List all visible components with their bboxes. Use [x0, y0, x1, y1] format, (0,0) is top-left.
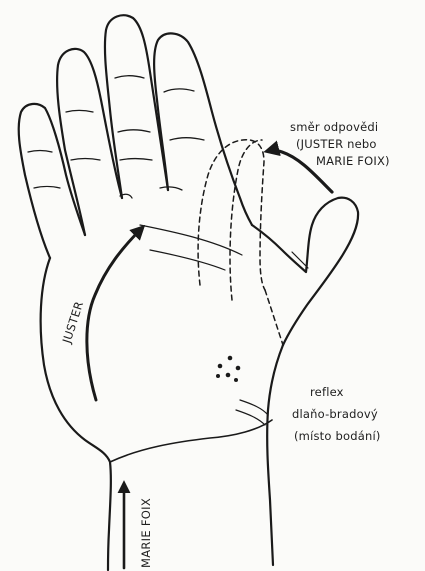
juster-arrow: [87, 228, 142, 400]
hand-outline: [19, 15, 358, 570]
palm-creases: [140, 225, 268, 425]
reflex-line2: dlaňo-bradový: [292, 407, 378, 421]
palm-bottom-edge: [110, 420, 272, 462]
stimulation-point: [216, 356, 240, 382]
response-direction-label: směr odpovědi (JUSTER nebo MARIE FOIX): [290, 120, 390, 168]
marie-foix-label: MARIE FOIX: [139, 498, 153, 568]
finger-creases: [28, 76, 204, 198]
thumb: [252, 198, 358, 345]
ring-finger: [57, 49, 122, 235]
index-finger: [154, 33, 252, 225]
response-direction-line2: (JUSTER nebo: [296, 137, 377, 151]
reflex-line1: reflex: [310, 385, 344, 399]
reflex-line3: (místo bodání): [294, 429, 381, 443]
reflex-label: reflex dlaňo-bradový (místo bodání): [292, 385, 381, 443]
juster-label: JUSTER: [59, 300, 86, 346]
response-direction-line1: směr odpovědi: [290, 120, 378, 134]
palm-right-edge: [267, 345, 283, 565]
pinky-finger: [19, 104, 85, 258]
response-direction-line3: MARIE FOIX): [316, 154, 390, 168]
